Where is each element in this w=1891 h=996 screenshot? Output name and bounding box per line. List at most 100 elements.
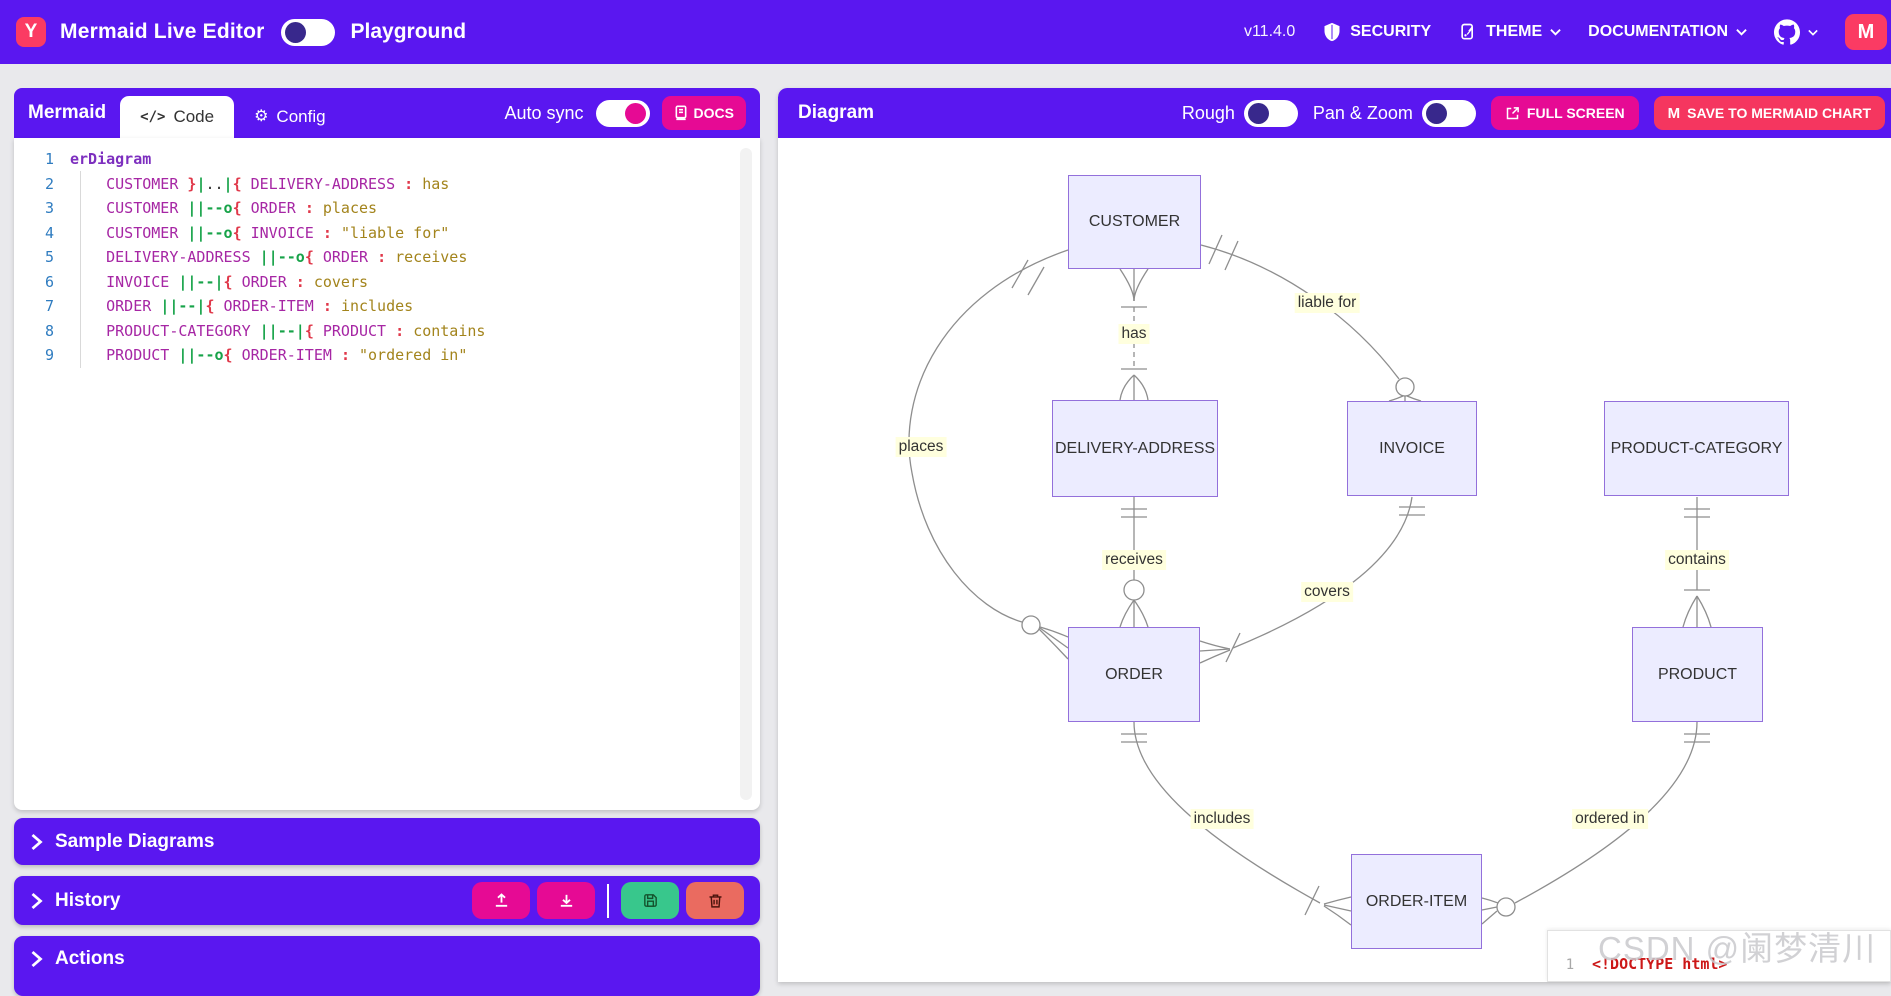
code-line[interactable]: 7 ORDER ||--|{ ORDER-ITEM : includes (14, 294, 760, 319)
logo-letter: Y (24, 21, 38, 42)
entity-label: ORDER (1105, 665, 1163, 683)
delete-history-button[interactable] (686, 882, 744, 919)
book-icon (675, 105, 687, 121)
editor-panel-header: Mermaid </> Code ⚙︎ Config Auto sync DOC… (14, 88, 760, 138)
chevron-down-icon (1550, 29, 1561, 36)
mchart-letter: M (1857, 20, 1875, 43)
docs-button[interactable]: DOCS (661, 96, 746, 130)
diagram-canvas[interactable]: CUSTOMER DELIVERY-ADDRESS INVOICE PRODUC… (778, 138, 1891, 982)
code-icon: </> (140, 109, 166, 125)
entity-label: CUSTOMER (1088, 213, 1181, 230)
editor-scrollbar[interactable] (740, 148, 752, 800)
nav-github[interactable] (1774, 19, 1818, 45)
edge-receives (1119, 497, 1149, 628)
rough-label: Rough (1181, 102, 1235, 123)
code-text: PRODUCT ||--o{ ORDER-ITEM : "ordered in" (106, 346, 468, 364)
save-to-mermaid-chart-button[interactable]: M SAVE TO MERMAID CHART (1653, 96, 1885, 130)
edge-label-places: places (895, 437, 947, 457)
line-number: 6 (44, 272, 54, 291)
entity-customer[interactable]: CUSTOMER (1068, 175, 1201, 269)
editor-panel-title: Mermaid (28, 102, 107, 123)
gear-icon: ⚙︎ (254, 108, 269, 125)
theme-icon (1461, 23, 1474, 40)
auto-sync-toggle[interactable] (595, 99, 650, 127)
edge-label-liable-for: liable for (1294, 293, 1360, 313)
nav-documentation[interactable]: DOCUMENTATION (1588, 23, 1747, 41)
entity-product-category[interactable]: PRODUCT-CATEGORY (1604, 401, 1789, 496)
code-text: CUSTOMER ||--o{ INVOICE : "liable for" (106, 223, 450, 242)
tab-config[interactable]: ⚙︎ Config (234, 96, 345, 138)
external-link-icon (1506, 106, 1519, 119)
section-history[interactable]: History (14, 876, 760, 925)
full-screen-button[interactable]: FULL SCREEN (1490, 96, 1639, 130)
code-line[interactable]: 2 CUSTOMER }|..|{ DELIVERY-ADDRESS : has (14, 172, 760, 197)
code-line[interactable]: 6 INVOICE ||--|{ ORDER : covers (14, 270, 760, 295)
save-history-button[interactable] (621, 882, 679, 919)
code-text: INVOICE ||--|{ ORDER : covers (106, 272, 369, 291)
mermaid-logo[interactable]: Y (16, 17, 46, 47)
top-header: Y Mermaid Live Editor Playground v11.4.0… (0, 0, 1891, 64)
playground-toggle[interactable] (280, 18, 335, 46)
nav-theme[interactable]: THEME (1458, 21, 1561, 43)
floppy-save-icon (643, 894, 657, 907)
entity-invoice[interactable]: INVOICE (1347, 401, 1477, 496)
edge-label-contains: contains (1665, 550, 1729, 570)
theme-label: THEME (1486, 23, 1543, 40)
entity-order-item[interactable]: ORDER-ITEM (1351, 854, 1482, 949)
entity-label: PRODUCT (1657, 665, 1738, 683)
code-text: PRODUCT-CATEGORY ||--|{ PRODUCT : contai… (106, 321, 486, 340)
version-label: v11.4.0 (1243, 23, 1296, 40)
code-text: erDiagram (70, 150, 152, 168)
edge-label-covers: covers (1301, 582, 1353, 602)
section-label: Sample Diagrams (55, 830, 215, 852)
overlay-code-snippet: 1 <!DOCTYPE html> (1547, 930, 1891, 982)
diagram-panel: Diagram Rough Pan & Zoom FULL SCREEN M S… (778, 88, 1891, 982)
code-line[interactable]: 8 PRODUCT-CATEGORY ||--|{ PRODUCT : cont… (14, 319, 760, 344)
header-right-group: v11.4.0 SECURITY THEME DOCUMENTATION M (1243, 14, 1887, 50)
documentation-label: DOCUMENTATION (1588, 23, 1728, 40)
code-line[interactable]: 5 DELIVERY-ADDRESS ||--o{ ORDER : receiv… (14, 245, 760, 270)
section-label: Actions (55, 948, 125, 969)
line-number: 5 (44, 248, 54, 266)
edge-covers (1199, 496, 1425, 664)
download-history-button[interactable] (537, 882, 595, 919)
download-icon (560, 894, 572, 907)
app-title: Mermaid Live Editor (60, 20, 265, 43)
nav-security[interactable]: SECURITY (1322, 21, 1431, 43)
diagram-controls: Rough Pan & Zoom FULL SCREEN M SAVE TO M… (1182, 96, 1885, 130)
full-screen-label: FULL SCREEN (1526, 105, 1625, 121)
edge-ordered-in (1481, 721, 1710, 925)
mermaid-chart-logo[interactable]: M (1845, 14, 1887, 50)
entity-product[interactable]: PRODUCT (1632, 627, 1763, 722)
section-actions[interactable]: Actions (14, 936, 760, 996)
toggle-knob (1247, 102, 1269, 124)
chevron-down-icon (1736, 29, 1747, 36)
section-label: History (55, 889, 121, 911)
code-text: CUSTOMER }|..|{ DELIVERY-ADDRESS : has (106, 174, 450, 193)
code-line[interactable]: 4 CUSTOMER ||--o{ INVOICE : "liable for" (14, 221, 760, 246)
pan-zoom-toggle[interactable] (1421, 99, 1476, 127)
section-sample-diagrams[interactable]: Sample Diagrams (14, 818, 760, 865)
playground-label: Playground (350, 20, 467, 43)
history-buttons (472, 882, 744, 919)
edge-label-receives: receives (1102, 550, 1166, 570)
tab-code[interactable]: </> Code (120, 96, 235, 138)
entity-delivery-address[interactable]: DELIVERY-ADDRESS (1052, 400, 1218, 497)
edge-label-has: has (1118, 324, 1150, 344)
edge-places (908, 249, 1069, 660)
diagram-panel-header: Diagram Rough Pan & Zoom FULL SCREEN M S… (778, 88, 1891, 138)
entity-order[interactable]: ORDER (1068, 627, 1200, 722)
upload-history-button[interactable] (472, 882, 530, 919)
rough-toggle[interactable] (1243, 99, 1298, 127)
code-line[interactable]: 9 PRODUCT ||--o{ ORDER-ITEM : "ordered i… (14, 343, 760, 368)
chevron-right-icon (31, 950, 43, 968)
snippet-code-text: <!DOCTYPE html> (1592, 955, 1728, 973)
code-line[interactable]: 3 CUSTOMER ||--o{ ORDER : places (14, 196, 760, 221)
line-number: 2 (44, 174, 54, 193)
toggle-knob (1425, 102, 1447, 124)
editor-panel: Mermaid </> Code ⚙︎ Config Auto sync DOC… (14, 88, 760, 810)
chevron-right-icon (31, 892, 43, 909)
